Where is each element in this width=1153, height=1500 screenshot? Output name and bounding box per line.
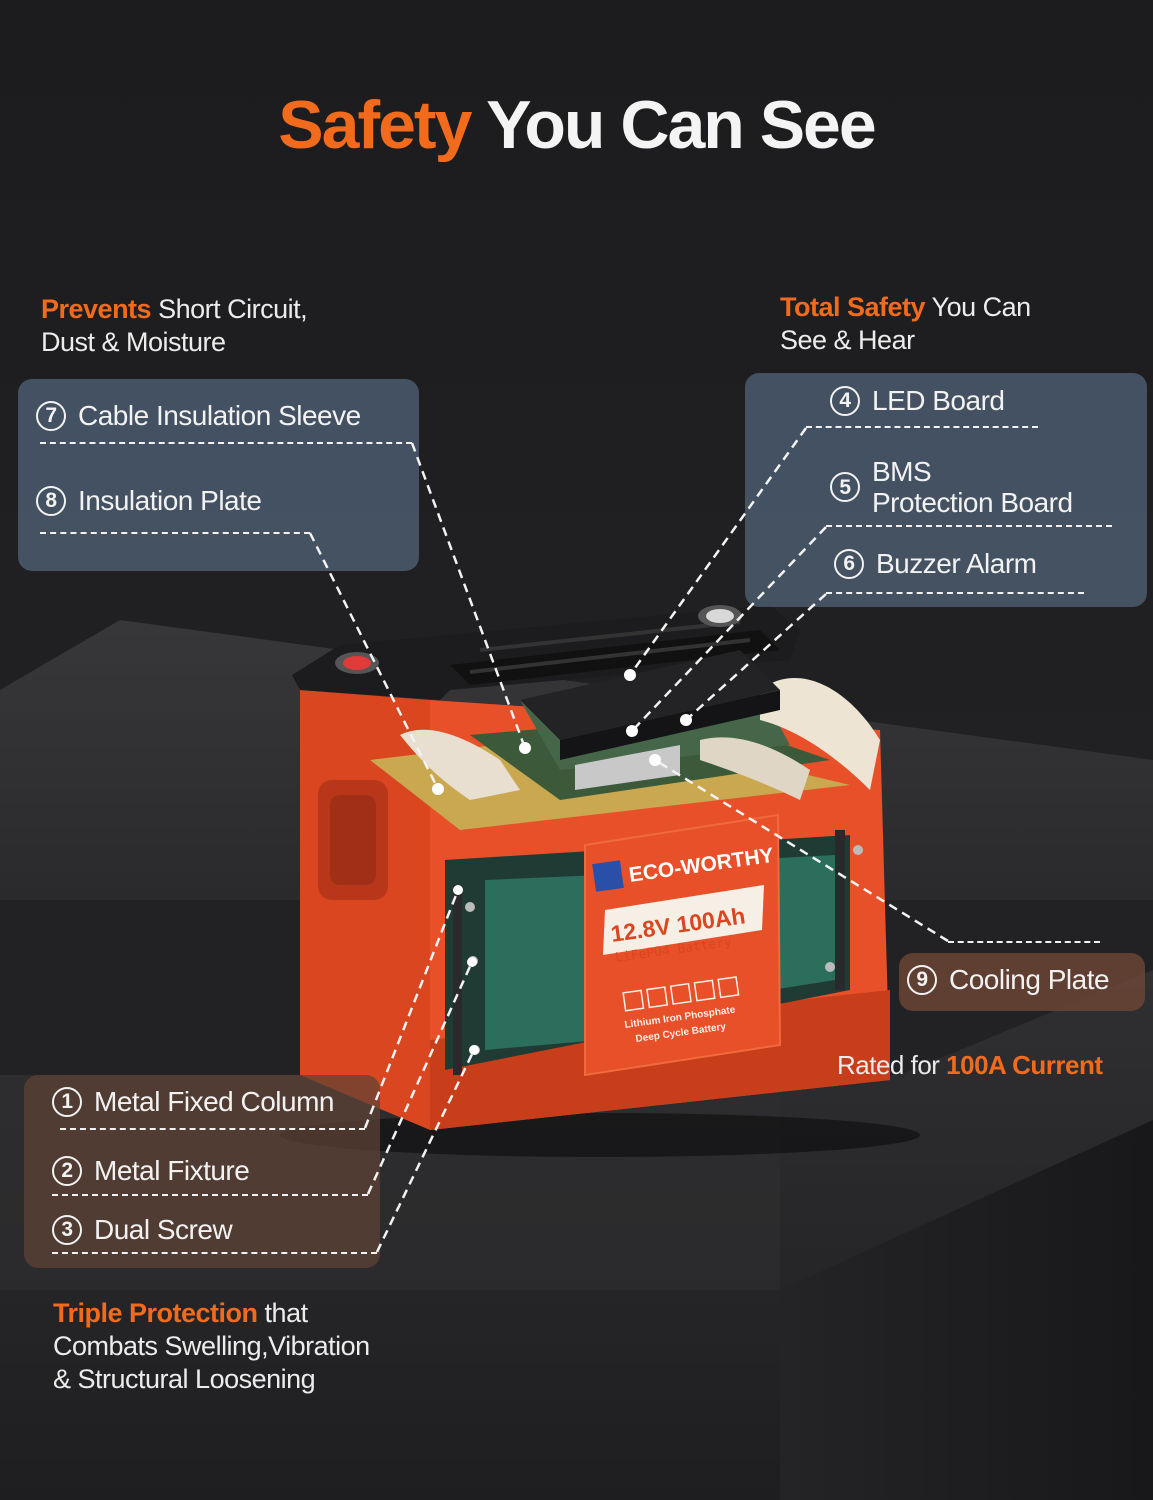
- number-5-icon: 5: [830, 472, 860, 502]
- number-7-icon: 7: [36, 401, 66, 431]
- callout-label: Insulation Plate: [78, 485, 262, 516]
- leader-line-2: [366, 961, 474, 1195]
- right-caption-line1: Total Safety You Can: [780, 291, 1031, 324]
- callout-led-board: 4 LED Board: [830, 385, 1005, 417]
- insulation-panel: [18, 379, 419, 571]
- callout-label: Metal Fixed Column: [94, 1086, 334, 1117]
- leader-line-7: [410, 442, 527, 749]
- bottom-caption-line1: Triple Protection that: [53, 1297, 370, 1330]
- divider-dashed: [826, 592, 1084, 594]
- right-caption: Total Safety You Can See & Hear: [780, 291, 1031, 357]
- leader-line-1: [363, 889, 460, 1129]
- divider-dashed: [806, 426, 1038, 428]
- number-8-icon: 8: [36, 486, 66, 516]
- current-caption: Rated for 100A Current: [837, 1049, 1103, 1082]
- bottom-caption-line2: Combats Swelling,Vibration: [53, 1331, 370, 1361]
- leader-line-4: [628, 427, 808, 676]
- page-title: Safety You Can See: [0, 86, 1153, 164]
- left-caption-line2: Dust & Moisture: [41, 327, 226, 357]
- divider-dashed: [40, 442, 412, 444]
- right-caption-line2: See & Hear: [780, 325, 915, 355]
- callout-label-line2: Protection Board: [872, 487, 1073, 518]
- callout-label: Cooling Plate: [949, 964, 1110, 995]
- callout-bms-protection-board: 5 BMS Protection Board: [830, 456, 1073, 518]
- leader-line-8: [308, 532, 440, 790]
- callout-label: Cable Insulation Sleeve: [78, 400, 361, 431]
- left-caption: Prevents Short Circuit, Dust & Moisture: [41, 293, 308, 359]
- bottom-caption: Triple Protection that Combats Swelling,…: [53, 1297, 370, 1396]
- number-2-icon: 2: [52, 1156, 82, 1186]
- callout-label: BMS Protection Board: [872, 456, 1073, 518]
- right-caption-highlight: Total Safety: [780, 292, 926, 322]
- number-1-icon: 1: [52, 1087, 82, 1117]
- current-caption-highlight: 100A Current: [946, 1050, 1103, 1080]
- right-caption-text1: You Can: [925, 292, 1032, 322]
- divider-dashed: [60, 1128, 365, 1130]
- divider-dashed: [40, 532, 310, 534]
- left-caption-line1: Prevents Short Circuit,: [41, 293, 308, 326]
- divider-dashed: [52, 1194, 368, 1196]
- cooling-plate-panel: [899, 953, 1145, 1011]
- left-caption-text1: Short Circuit,: [151, 294, 308, 324]
- fixture-panel: [24, 1075, 380, 1268]
- callout-metal-fixed-column: 1 Metal Fixed Column: [52, 1086, 334, 1118]
- leader-line-3: [375, 1049, 476, 1253]
- callout-label: Buzzer Alarm: [876, 548, 1037, 579]
- callout-cooling-plate: 9 Cooling Plate: [907, 964, 1110, 996]
- number-6-icon: 6: [834, 549, 864, 579]
- bms-panel: [745, 373, 1147, 607]
- callout-label: LED Board: [872, 385, 1005, 416]
- callout-metal-fixture: 2 Metal Fixture: [52, 1155, 250, 1187]
- number-4-icon: 4: [830, 386, 860, 416]
- number-9-icon: 9: [907, 965, 937, 995]
- number-3-icon: 3: [52, 1215, 82, 1245]
- callout-insulation-plate: 8 Insulation Plate: [36, 485, 262, 517]
- title-accent: Safety: [278, 87, 472, 163]
- divider-dashed: [948, 941, 1100, 943]
- title-rest: You Can See: [470, 87, 877, 163]
- bottom-caption-text1: that: [257, 1298, 309, 1328]
- callout-label-line1: BMS: [872, 456, 932, 487]
- bottom-caption-line3: & Structural Loosening: [53, 1364, 316, 1394]
- callout-label: Metal Fixture: [94, 1155, 250, 1186]
- callout-cable-insulation-sleeve: 7 Cable Insulation Sleeve: [36, 400, 361, 432]
- callout-dual-screw: 3 Dual Screw: [52, 1214, 233, 1246]
- divider-dashed: [826, 525, 1112, 527]
- leader-line-5: [631, 526, 827, 732]
- bottom-caption-highlight: Triple Protection: [53, 1298, 258, 1328]
- leader-line-6: [685, 593, 827, 721]
- leader-line-9: [654, 758, 949, 943]
- current-caption-prefix: Rated for: [837, 1050, 947, 1080]
- certification-icons: [622, 976, 740, 1012]
- left-caption-highlight: Prevents: [41, 294, 152, 324]
- callout-buzzer-alarm: 6 Buzzer Alarm: [834, 548, 1037, 580]
- divider-dashed: [52, 1252, 377, 1254]
- callout-label: Dual Screw: [94, 1214, 233, 1245]
